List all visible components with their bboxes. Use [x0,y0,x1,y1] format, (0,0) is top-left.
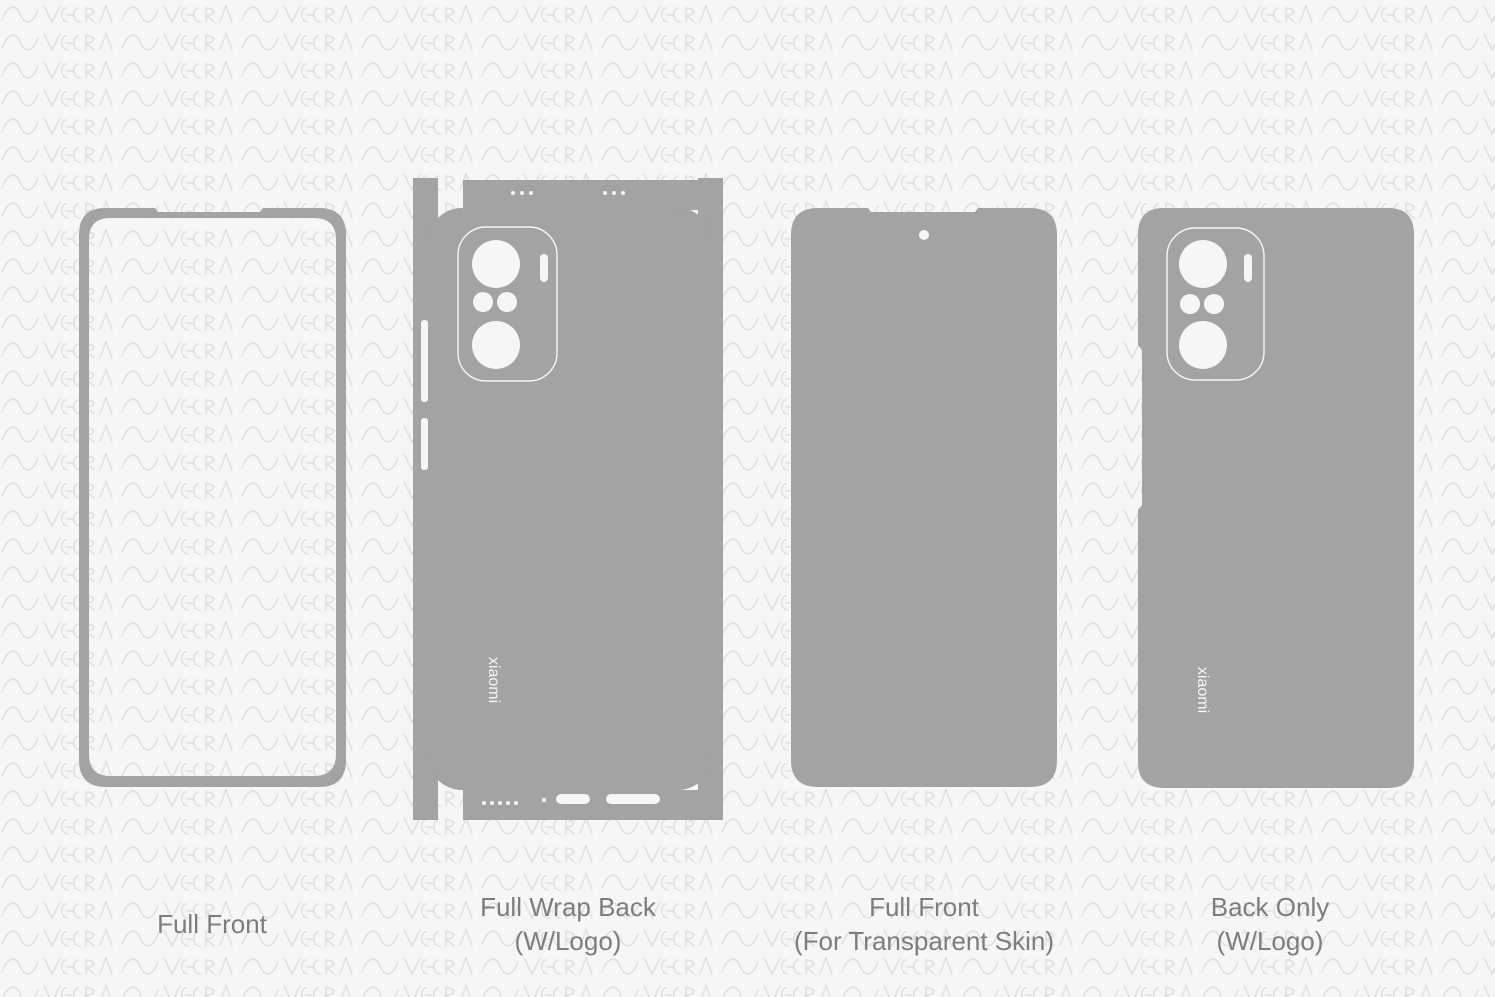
full-wrap-back-template: xiaomi [413,178,723,820]
main-camera-lens-icon [1179,240,1227,288]
caption-line: Back Only [1210,892,1330,922]
power-button-cutout [421,418,428,470]
back-panel [1138,208,1414,788]
flash-dot-icon [473,292,493,312]
caption-line: Full Front [157,909,267,939]
wrap-back-panel [428,208,712,790]
xiaomi-logo-icon: xiaomi [1194,667,1211,713]
speaker-grille-cutout [606,794,660,804]
top-edge-strip [463,180,698,210]
speaker-hole [482,801,486,805]
top-mic-hole [621,191,625,195]
secondary-camera-lens-icon [472,321,520,369]
flash-dot-icon [1180,294,1200,314]
caption-line: Full Wrap Back [480,892,656,922]
left-top-tab [413,178,438,240]
caption-full-wrap-back: Full Wrap Back (W/Logo) [418,890,718,958]
sensor-slot-icon [540,254,548,282]
xiaomi-logo-icon: xiaomi [485,657,502,703]
flash-dot-icon [1204,294,1224,314]
secondary-camera-lens-icon [1179,321,1227,369]
front-camera-hole-icon [919,230,929,240]
top-mic-hole [603,191,607,195]
back-only-template: xiaomi [1138,208,1414,788]
front-panel-solid [791,208,1057,787]
speaker-hole [498,801,502,805]
caption-line: (W/Logo) [514,926,622,956]
caption-full-front-transparent: Full Front (For Transparent Skin) [749,890,1099,958]
caption-back-only: Back Only (W/Logo) [1120,890,1420,958]
top-mic-hole [612,191,616,195]
mic-hole [542,798,546,802]
speaker-hole [506,801,510,805]
flash-dot-icon [497,292,517,312]
caption-line: Full Front [869,892,979,922]
main-camera-lens-icon [472,240,520,288]
camera-module-outline [457,226,558,382]
camera-module-outline [1166,227,1265,381]
caption-line: (For Transparent Skin) [793,926,1055,956]
top-mic-hole [520,191,524,195]
caption-line: (W/Logo) [1216,926,1324,956]
speaker-hole [490,801,494,805]
speaker-hole [514,801,518,805]
top-mic-hole [511,191,515,195]
top-mic-hole [529,191,533,195]
caption-full-front: Full Front [62,907,362,941]
volume-button-cutout [421,320,428,402]
sensor-slot-icon [1244,254,1252,282]
full-front-transparent-template [791,208,1057,787]
usb-port-cutout [556,794,590,804]
